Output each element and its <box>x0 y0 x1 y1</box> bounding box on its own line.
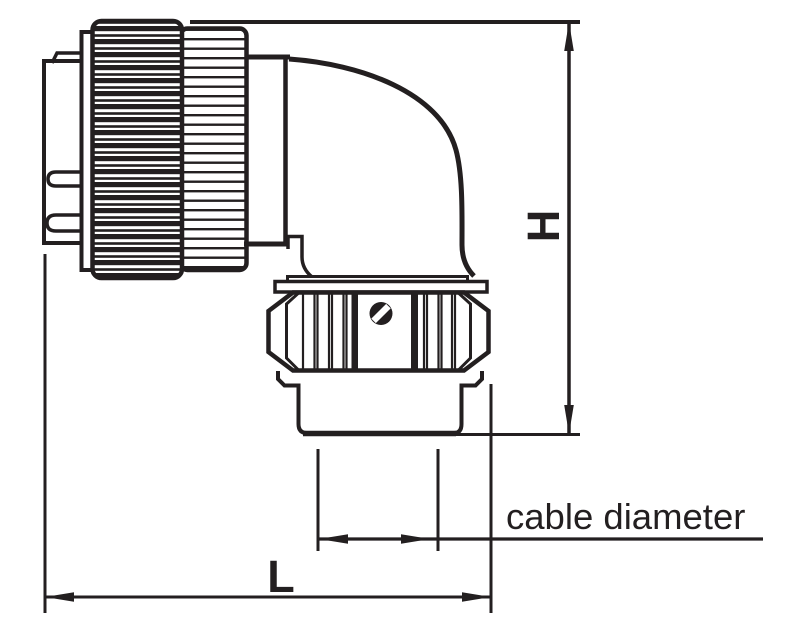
arrow-down-icon <box>564 405 574 434</box>
arrow-up-icon <box>564 22 574 51</box>
h-dimension <box>190 20 580 436</box>
elbow-inner-step <box>286 234 314 279</box>
arrow-left-icon <box>45 592 74 602</box>
gland-nut-ring <box>266 290 491 373</box>
coupling-nut-coarse-knurl <box>90 18 185 281</box>
connector-body <box>42 18 491 437</box>
ring-ribs <box>301 292 457 371</box>
ring-outline <box>266 290 491 373</box>
shell-body <box>42 59 84 245</box>
coupling-nut-fine-knurl <box>178 26 249 273</box>
ring-left-cap-bevel <box>285 292 300 371</box>
clamp-screw-icon <box>369 302 393 325</box>
cable-exit-tail <box>276 371 484 437</box>
neck-section <box>244 54 290 247</box>
polarizing-key <box>50 51 84 64</box>
cable-diameter-dimension <box>316 449 763 551</box>
mating-end <box>42 30 95 272</box>
arrow-right-icon <box>462 592 491 602</box>
arrow-left-icon <box>319 534 348 544</box>
dimension-label-h: H <box>518 210 569 243</box>
dimension-label-l: L <box>267 551 295 602</box>
contact-pin <box>46 170 84 188</box>
dimension-label-cable: cable diameter <box>506 496 745 537</box>
dimensions: H L cable diameter <box>43 20 763 613</box>
ring-right-cap-bevel <box>457 292 472 371</box>
gland-collar <box>273 275 489 294</box>
l-dimension <box>43 254 493 613</box>
arrow-right-icon <box>401 534 430 544</box>
contact-pin <box>45 213 84 233</box>
elbow-outer-curve <box>288 56 476 278</box>
elbow-90deg <box>286 56 476 279</box>
